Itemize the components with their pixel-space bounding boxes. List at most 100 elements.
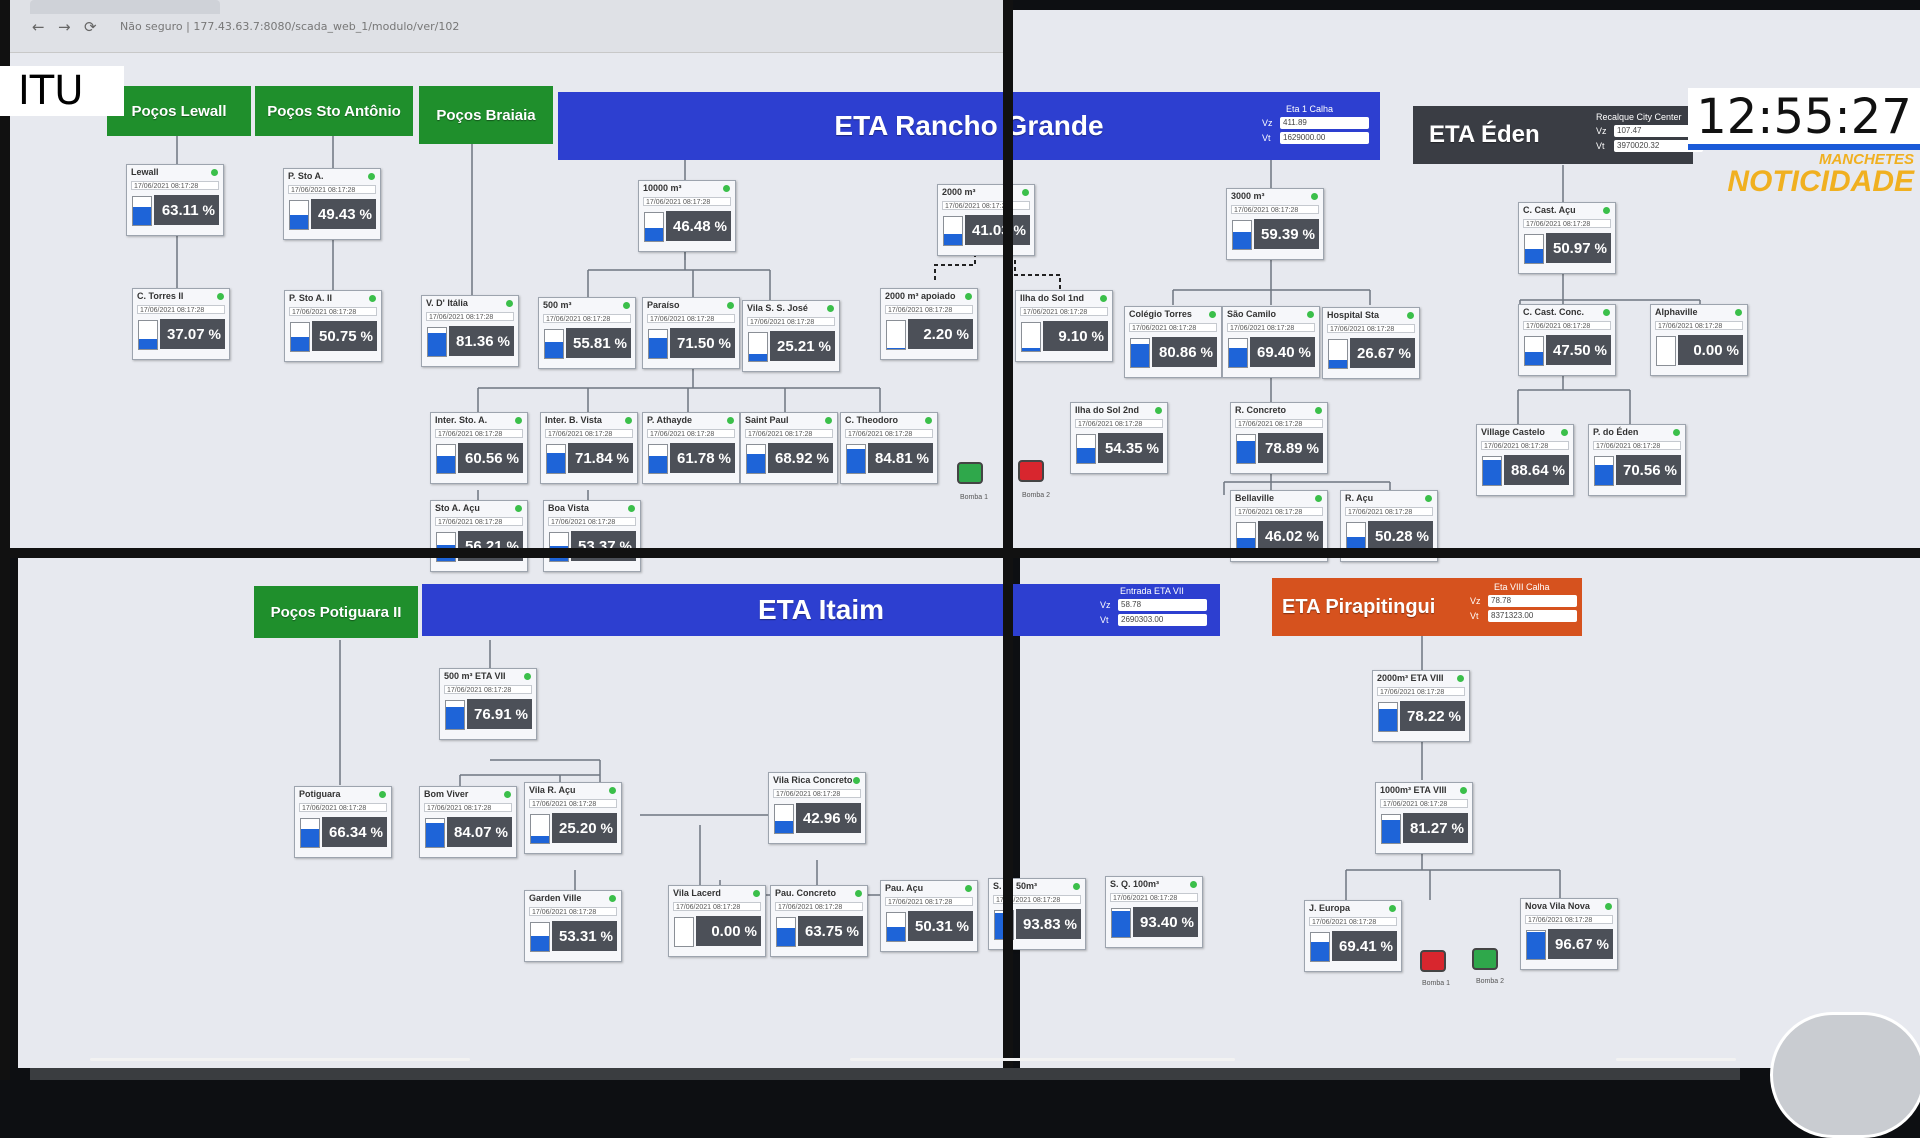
- channel-logo: MANCHETES NOTICIDADE: [1685, 152, 1920, 200]
- pump-bomba2-rancho[interactable]: [1018, 460, 1044, 482]
- header-pocos-braiaia[interactable]: Poços Braiaia: [419, 86, 553, 144]
- percent-sign: %: [1726, 342, 1739, 358]
- header-eta-pirapitingui[interactable]: ETA Pirapitingui: [1272, 578, 1582, 636]
- percent-sign: %: [1552, 462, 1565, 478]
- status-led-icon: [379, 791, 386, 798]
- level-value: 71.84: [575, 450, 613, 467]
- tank-level-fill: [645, 228, 663, 241]
- pump-bomba1-pirapitingui[interactable]: [1420, 950, 1446, 972]
- forward-icon[interactable]: →: [58, 18, 71, 36]
- scrollbar-middle[interactable]: [850, 1058, 1235, 1061]
- tank-icon: [1310, 932, 1330, 962]
- status-led-icon: [506, 300, 513, 307]
- node-value: 88.64%: [1504, 455, 1569, 485]
- level-value: 46.02: [1265, 528, 1303, 545]
- level-value: 0.00: [1693, 342, 1723, 359]
- tank-icon: [886, 320, 906, 350]
- scrollbar-left[interactable]: [90, 1058, 470, 1061]
- node-name: 500 m³: [543, 300, 572, 310]
- node-timestamp: 17/06/2021 08:17:28: [885, 305, 973, 314]
- reload-icon[interactable]: ⟳: [84, 18, 97, 36]
- header-eta-itaim[interactable]: ETA Itaim: [422, 584, 1220, 636]
- header-pocos-potiguara[interactable]: Poços Potiguara II: [254, 586, 418, 638]
- status-led-icon: [625, 417, 632, 424]
- node-name: São Camilo: [1227, 309, 1277, 319]
- node-name: Bom Viver: [424, 789, 469, 799]
- back-icon[interactable]: ←: [32, 18, 45, 36]
- header-pocos-sto-antonio[interactable]: Poços Sto Antônio: [255, 86, 413, 136]
- header-eta-rancho-grande[interactable]: ETA Rancho Grande: [558, 92, 1380, 160]
- pump-bomba2-pirapitingui[interactable]: [1472, 948, 1498, 970]
- level-value: 54.35: [1105, 440, 1143, 457]
- level-value: 25.20: [559, 820, 597, 837]
- node-value: 93.40%: [1133, 907, 1198, 937]
- node-name: Saint Paul: [745, 415, 789, 425]
- pump-label: Bomba 2: [1476, 978, 1505, 985]
- tank-icon: [748, 332, 768, 362]
- scrollbar-right[interactable]: [1616, 1058, 1736, 1061]
- node-name: 3000 m³: [1231, 191, 1265, 201]
- tank-level-fill: [775, 820, 793, 833]
- eden-vt-value: 3970020.32: [1614, 140, 1703, 152]
- node-name: Potiguara: [299, 789, 341, 799]
- header-pocos-lewall[interactable]: Poços Lewall: [107, 86, 251, 136]
- percent-sign: %: [1398, 345, 1411, 361]
- node-name: Village Castelo: [1481, 427, 1545, 437]
- level-value: 50.75: [319, 328, 357, 345]
- level-value: 81.27: [1410, 820, 1448, 837]
- node-timestamp: 17/06/2021 08:17:28: [673, 902, 761, 911]
- pump-bomba1-rancho[interactable]: [957, 462, 983, 484]
- node-value: 61.78%: [670, 443, 735, 473]
- browser-tab[interactable]: [30, 0, 220, 14]
- percent-sign: %: [506, 450, 519, 466]
- node-timestamp: 17/06/2021 08:17:28: [845, 429, 933, 438]
- percent-sign: %: [718, 450, 731, 466]
- address-bar[interactable]: Não seguro | 177.43.63.7:8080/scada_web_…: [120, 20, 460, 33]
- level-value: 69.40: [1257, 344, 1295, 361]
